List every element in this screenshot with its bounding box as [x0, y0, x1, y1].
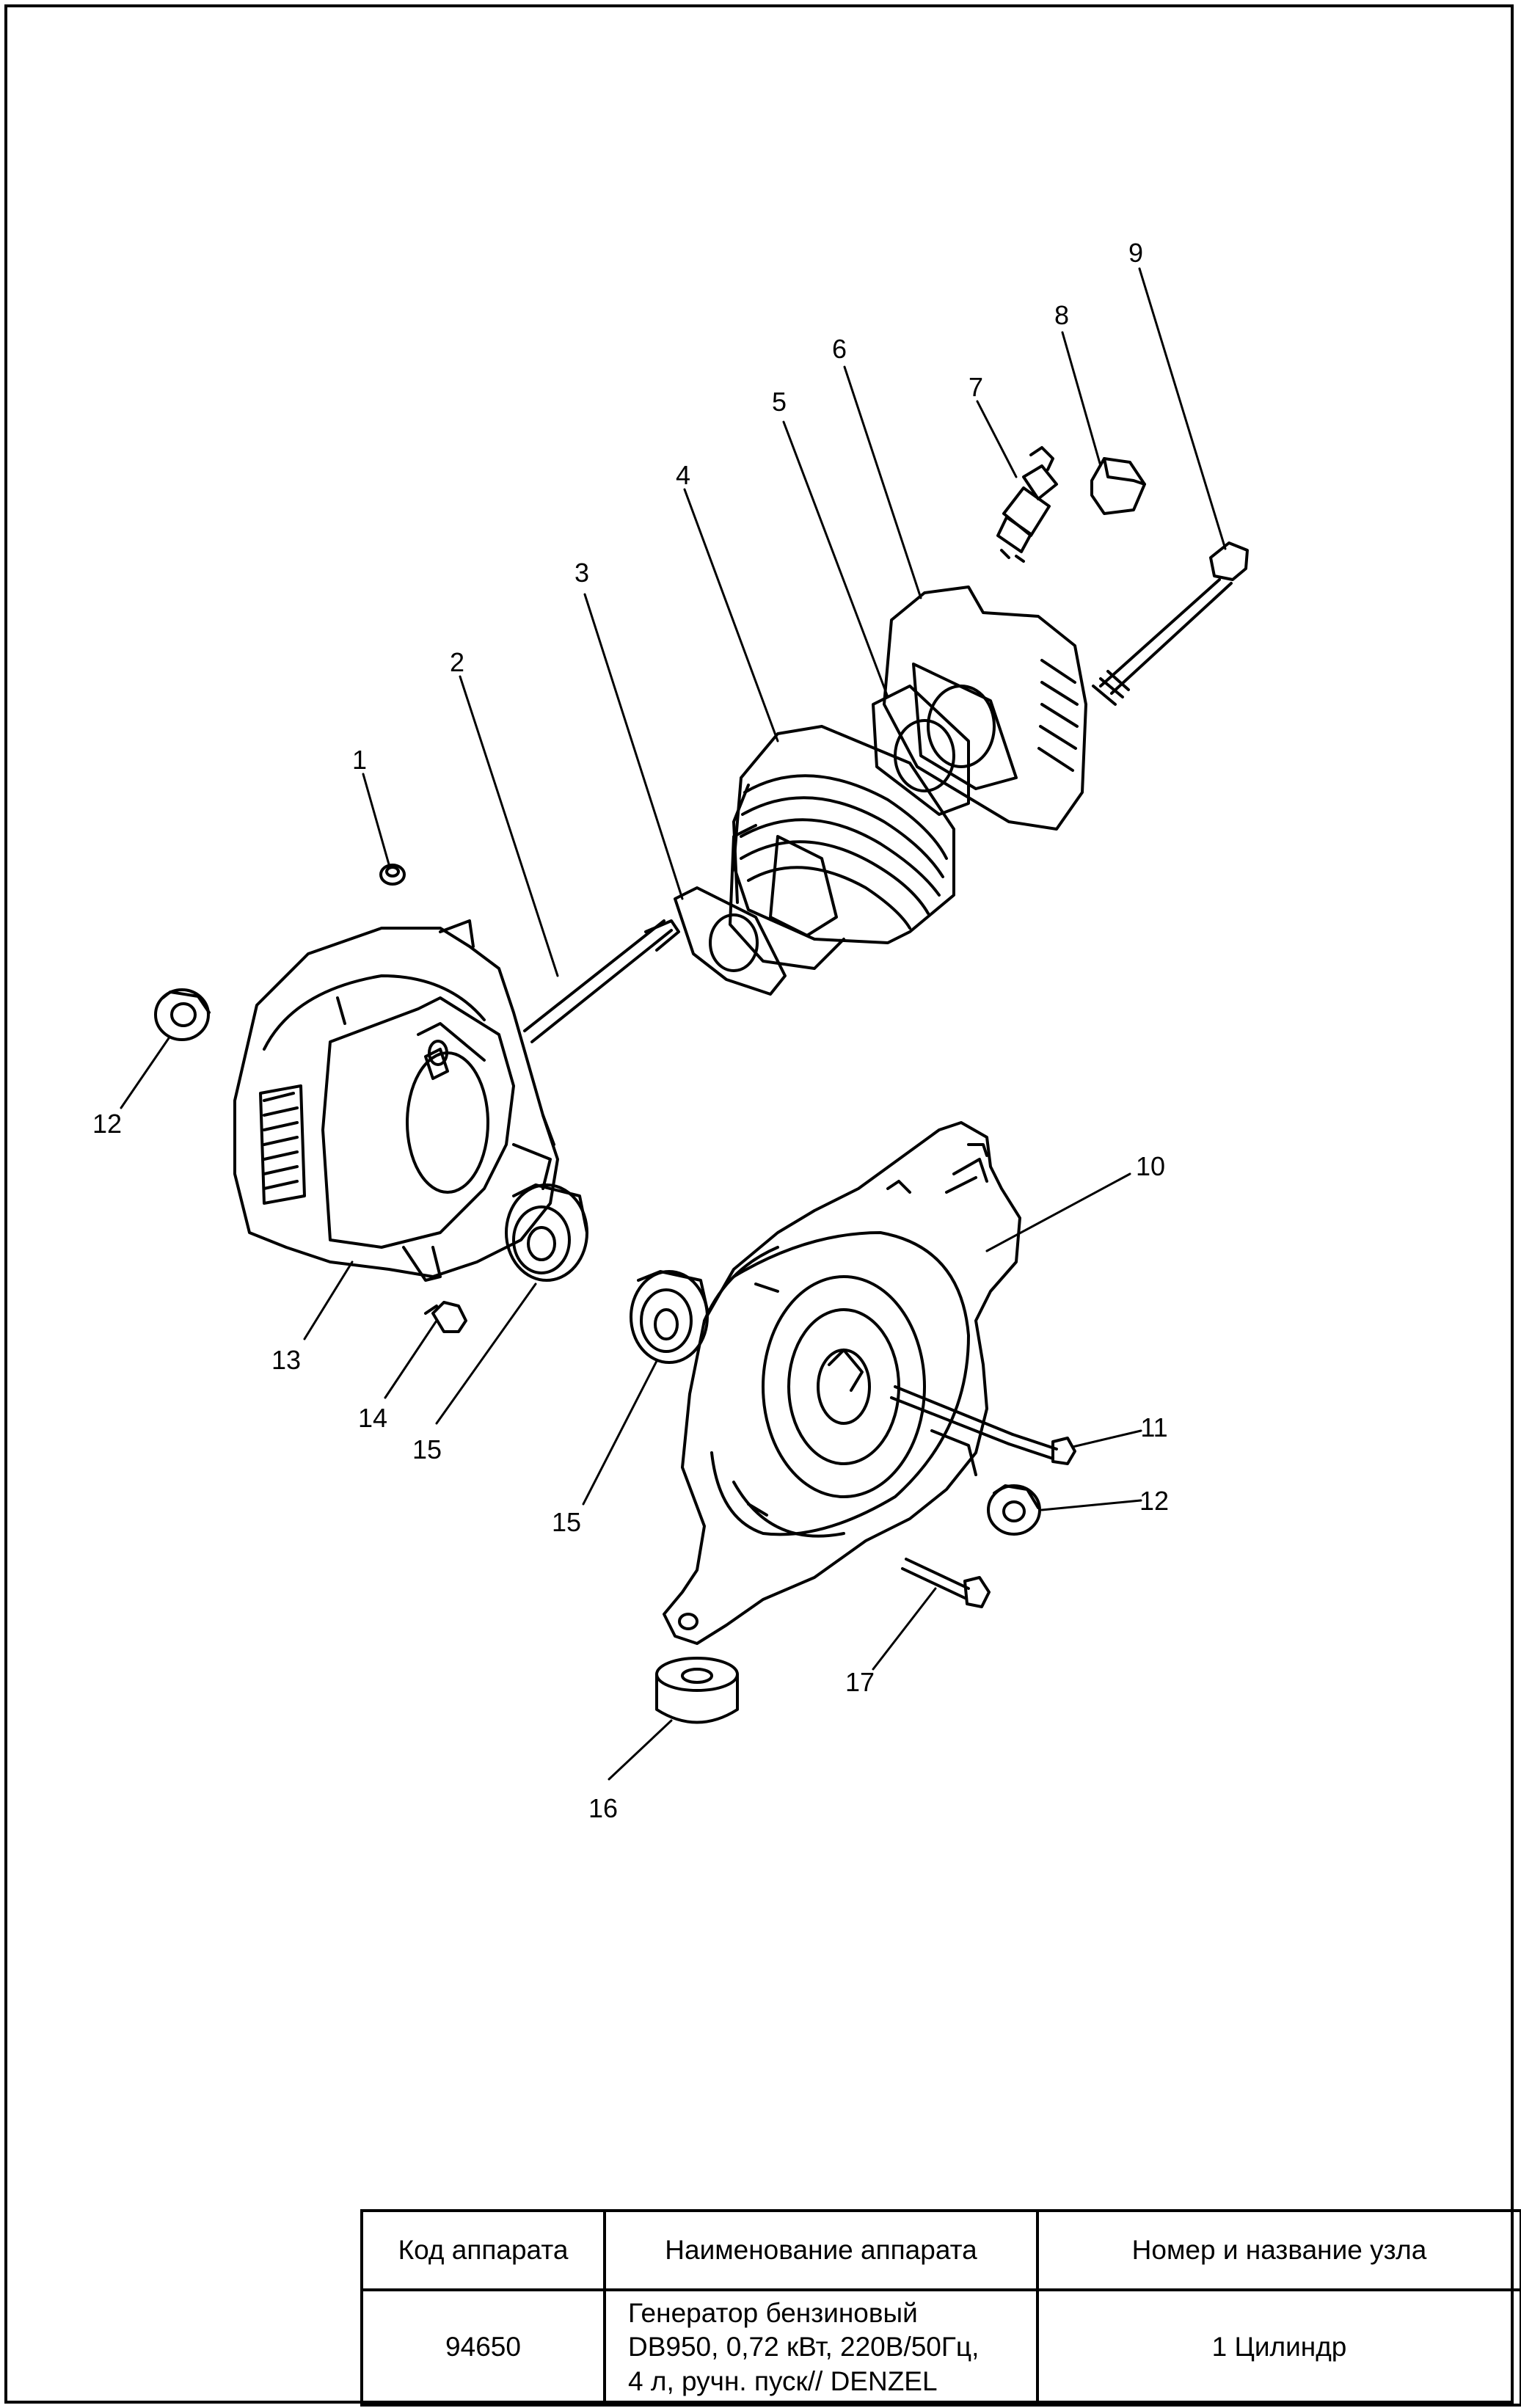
- part-7-spark-plug: [996, 446, 1058, 563]
- part-1-nut: [379, 864, 406, 886]
- callout-leader-lines: [120, 267, 1227, 1781]
- title-block-table: Код аппарата Наименование аппарата Номер…: [360, 2209, 1521, 2407]
- callout-labels: 1 2 3 4 5 6 7 8 9 10 11 12 12 13 14 15 1…: [92, 238, 1169, 1823]
- header-unit-name: Номер и название узла: [1036, 2209, 1521, 2291]
- part-15-bearing-right: [630, 1270, 710, 1364]
- device-name-value: Генератор бензиновый DB950, 0,72 кВт, 22…: [603, 2288, 1039, 2407]
- title-block-value-row: 94650 Генератор бензиновый DB950, 0,72 к…: [360, 2288, 1521, 2407]
- callout-3: 3: [575, 558, 589, 588]
- callout-16: 16: [588, 1793, 618, 1823]
- part-13-crankcase-half: [233, 919, 559, 1282]
- part-12-seal-right: [987, 1484, 1041, 1536]
- part-17-bolt: [901, 1558, 991, 1608]
- callout-14: 14: [358, 1403, 387, 1433]
- callout-15-right: 15: [552, 1507, 581, 1537]
- part-9-long-bolt: [1092, 541, 1249, 706]
- device-name-line-1: Генератор бензиновый: [628, 2298, 918, 2329]
- device-name-line-3: 4 л, ручн. пуск// DENZEL: [628, 2365, 938, 2396]
- callout-9: 9: [1128, 238, 1143, 268]
- callout-8: 8: [1054, 300, 1069, 330]
- callout-12-right: 12: [1139, 1486, 1169, 1516]
- callout-2: 2: [450, 647, 464, 677]
- callout-12-left: 12: [92, 1109, 122, 1139]
- part-11-bolt: [890, 1385, 1076, 1465]
- part-10-crankcase-mount: [663, 1121, 1021, 1645]
- header-device-code: Код аппарата: [360, 2209, 606, 2291]
- part-15-bearing-left: [505, 1183, 588, 1282]
- callout-11: 11: [1140, 1412, 1167, 1442]
- part-16-rubber-foot: [655, 1657, 739, 1724]
- callout-15-left: 15: [412, 1434, 442, 1464]
- device-code-value: 94650: [360, 2288, 606, 2407]
- callout-13: 13: [271, 1345, 301, 1375]
- device-name-line-2: DB950, 0,72 кВт, 220В/50Гц,: [628, 2332, 980, 2363]
- callout-10: 10: [1136, 1151, 1165, 1181]
- callout-5: 5: [772, 387, 787, 417]
- part-14-plug: [424, 1301, 467, 1333]
- part-2-stud-bolt: [523, 919, 680, 1043]
- callout-4: 4: [676, 460, 690, 490]
- part-12-seal-left: [154, 988, 211, 1041]
- title-block-header-row: Код аппарата Наименование аппарата Номер…: [360, 2209, 1521, 2291]
- part-3-base-gasket: [674, 886, 787, 996]
- part-8-nut: [1090, 457, 1146, 515]
- callout-7: 7: [969, 372, 983, 402]
- unit-name-value: 1 Цилиндр: [1036, 2288, 1521, 2407]
- callout-1: 1: [352, 745, 367, 775]
- callout-17: 17: [845, 1667, 875, 1697]
- part-6-cylinder-cover: [883, 585, 1087, 831]
- part-4-cylinder: [729, 725, 955, 970]
- callout-6: 6: [832, 334, 847, 364]
- header-device-name: Наименование аппарата: [603, 2209, 1039, 2291]
